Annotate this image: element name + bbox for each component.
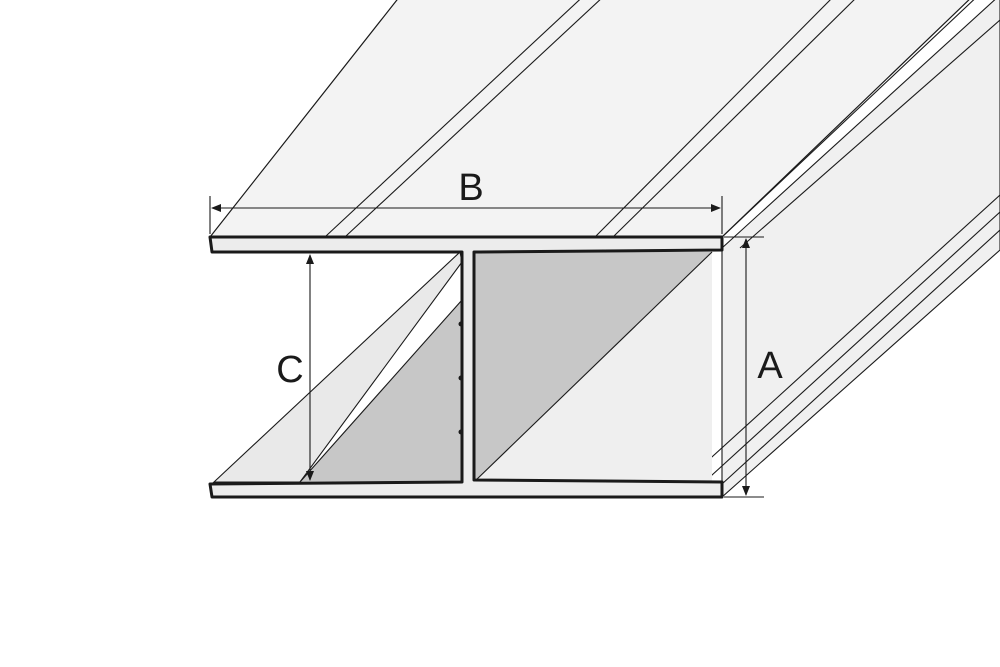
h-profile-cross-section: [208, 235, 724, 499]
dimension-b-label: B: [458, 167, 483, 209]
dimension-c-label: C: [276, 349, 303, 391]
dimension-a: [724, 236, 764, 498]
dimension-b: [209, 196, 723, 234]
web-notches: [458, 321, 464, 435]
right-side-face: [721, 0, 1000, 499]
top-surface-grooves: [325, 0, 1000, 238]
right-side-lines: [679, 19, 1000, 487]
dimension-a-label: A: [757, 345, 783, 387]
